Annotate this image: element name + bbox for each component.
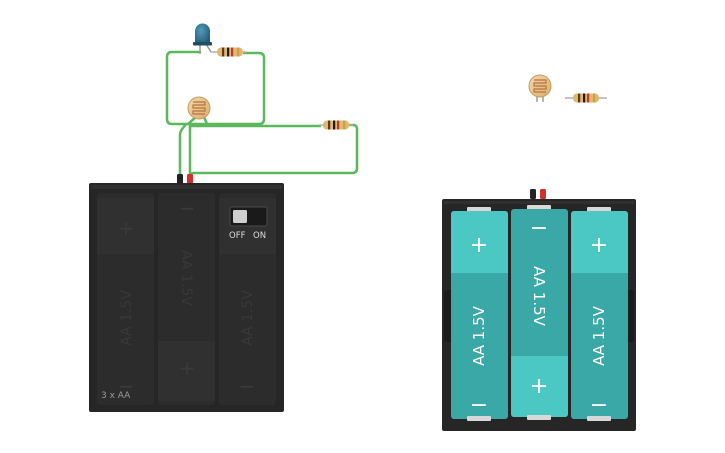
right-cell2-label: AA 1.5V — [530, 266, 548, 327]
right-cell3-plus: + — [590, 233, 608, 258]
left-cell3-minus: − — [239, 374, 256, 398]
wires — [165, 50, 359, 178]
battery-count-label: 3 x AA — [101, 391, 131, 401]
battery-terminal-red[interactable] — [187, 174, 193, 184]
battery-cell-3 — [571, 207, 628, 421]
left-cell3-label: AA 1.5V — [240, 290, 256, 346]
resistor-icon[interactable] — [565, 93, 607, 103]
wire-loop-top[interactable] — [165, 50, 266, 126]
left-cell2-plus: + — [179, 356, 196, 380]
wire-right-loop[interactable] — [188, 123, 359, 178]
battery-pack-right[interactable]: + − − + + − AA 1.5V AA 1.5V AA 1.5V — [442, 189, 636, 431]
battery-terminal-black[interactable] — [177, 174, 183, 184]
resistor-icon[interactable] — [319, 120, 353, 130]
battery-terminal-red[interactable] — [540, 189, 546, 199]
left-cell1-label: AA 1.5V — [119, 290, 135, 346]
left-cell1-plus: + — [118, 216, 135, 240]
left-cell2-minus: − — [179, 196, 196, 220]
left-cell1-minus: − — [118, 374, 135, 398]
led-icon[interactable] — [193, 23, 212, 54]
right-cell3-label: AA 1.5V — [590, 305, 608, 366]
left-cell2-label: AA 1.5V — [178, 250, 194, 306]
battery-cell-1 — [451, 207, 508, 421]
wire-to-battery-red[interactable] — [188, 124, 322, 178]
wire-to-battery-black[interactable] — [178, 122, 188, 178]
switch-on-label: ON — [253, 231, 266, 241]
right-cell1-plus: + — [470, 233, 488, 258]
battery-terminal-black[interactable] — [530, 189, 536, 199]
wire-ldr-right[interactable] — [202, 115, 209, 126]
photoresistor-icon[interactable] — [187, 96, 211, 120]
switch-off-label: OFF — [229, 231, 246, 241]
right-cell3-minus: − — [590, 393, 608, 418]
battery-cell-2 — [511, 205, 568, 420]
right-cell1-label: AA 1.5V — [470, 305, 488, 366]
right-cell1-minus: − — [470, 393, 488, 418]
right-cell2-plus: + — [530, 374, 548, 399]
photoresistor-icon[interactable] — [528, 74, 552, 102]
resistor-icon[interactable] — [211, 47, 247, 57]
right-cell2-minus: − — [530, 216, 548, 241]
slide-switch-icon[interactable] — [229, 206, 268, 227]
battery-pack-left[interactable]: + − + − − AA 1.5V AA 1.5V AA 1.5V OFF ON… — [89, 174, 284, 412]
